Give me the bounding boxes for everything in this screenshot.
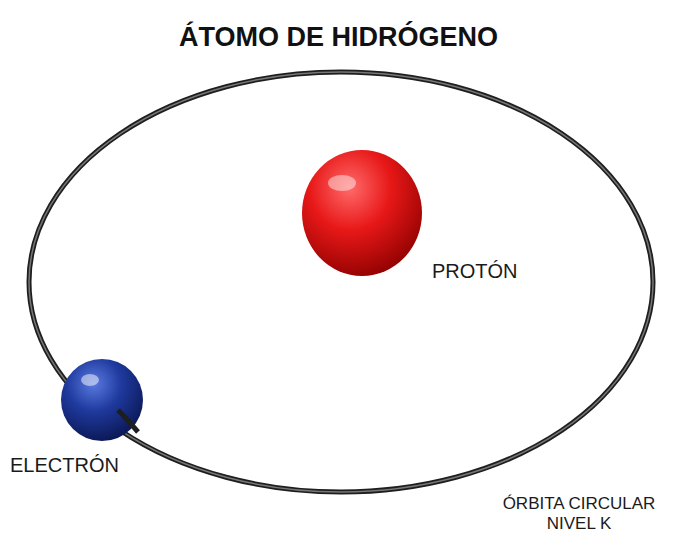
orbit-front-segment xyxy=(118,410,138,432)
diagram-title: ÁTOMO DE HIDRÓGENO xyxy=(0,22,677,53)
proton-label: PROTÓN xyxy=(432,260,562,283)
orbit-highlight xyxy=(29,72,653,492)
electron-sphere xyxy=(61,359,143,441)
proton-sphere xyxy=(302,150,422,276)
electron-label: ELECTRÓN xyxy=(10,454,140,477)
electron-shine xyxy=(81,374,99,386)
proton-shine xyxy=(328,175,356,191)
orbit-ring xyxy=(29,72,653,492)
orbit-label: ÓRBITA CIRCULAR NIVEL K xyxy=(488,494,670,534)
